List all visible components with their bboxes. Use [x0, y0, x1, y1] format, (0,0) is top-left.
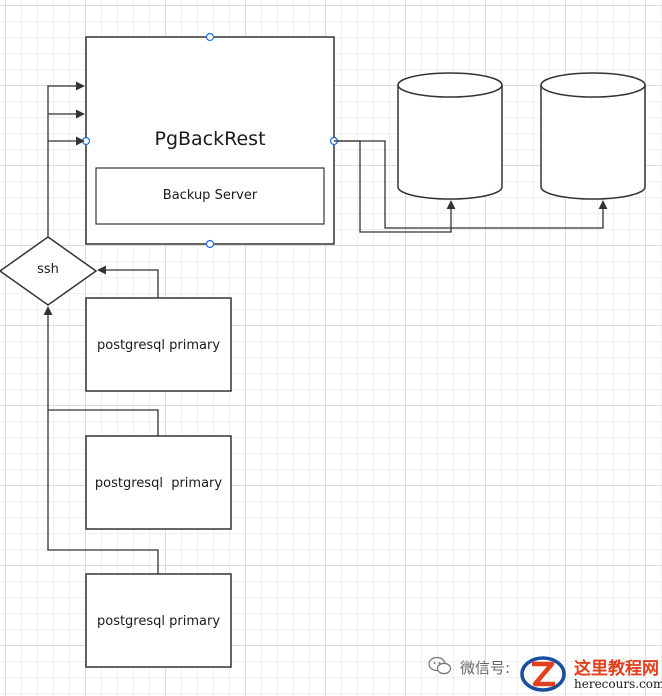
database-cylinder-2[interactable]: [540, 72, 646, 200]
watermark-url: herecours.com: [574, 677, 662, 691]
top-handle[interactable]: [205, 32, 215, 42]
bottom-handle[interactable]: [205, 239, 215, 249]
postgresql-primary-box-3[interactable]: [85, 573, 232, 668]
watermark: 微信号: 这里教程网 herecours.com: [428, 652, 662, 696]
backup-server-label: Backup Server: [162, 188, 258, 203]
postgresql-primary-box-1[interactable]: [85, 297, 232, 392]
ssh-label: ssh: [37, 262, 59, 277]
pgbackrest-title: PgBackRest: [154, 128, 266, 150]
database-cylinder-1[interactable]: [397, 72, 503, 200]
pgbackrest-to-database-connectors[interactable]: [334, 140, 608, 233]
postgresql-primary-label-3: postgresql primary: [96, 614, 221, 629]
watermark-brand: 这里教程网: [574, 659, 659, 679]
ssh-to-pgbackrest-connectors[interactable]: [47, 81, 85, 237]
postgresql-primary-box-2[interactable]: [85, 435, 232, 530]
postgresql-primary-label-2: postgresql primary: [94, 476, 223, 491]
watermark-label: 微信号:: [460, 659, 511, 677]
primary-to-ssh-connectors[interactable]: [43, 265, 159, 574]
postgresql-primary-label-1: postgresql primary: [96, 338, 221, 353]
ssh-diamond[interactable]: [0, 236, 98, 306]
backup-server-box[interactable]: [95, 167, 325, 225]
wechat-icon: [428, 656, 452, 675]
site-logo-icon: [520, 656, 566, 692]
